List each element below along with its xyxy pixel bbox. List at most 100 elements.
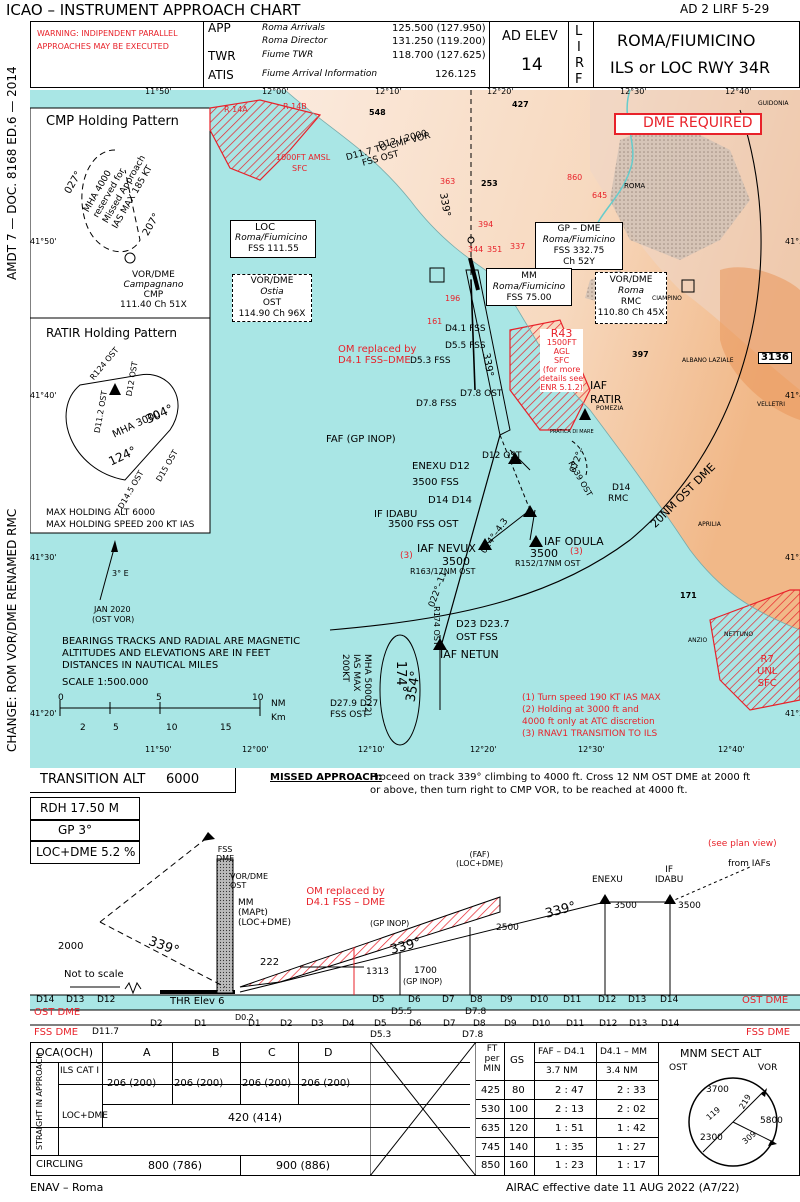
highest-elevation: 3136 (758, 352, 792, 364)
category-b: B (212, 1046, 220, 1059)
not-applicable-box (370, 1042, 476, 1176)
town-label: ROMA (624, 182, 646, 190)
oca-table (30, 1042, 470, 1176)
spot-elevation: 171 (680, 591, 697, 600)
ratir-fix-label: RATIR (590, 393, 622, 406)
icao-letter: L (575, 24, 583, 39)
fss-dme-tick: D5 (374, 1019, 387, 1029)
locdme-minima: 420 (414) (228, 1111, 283, 1124)
spot-elevation: 196 (445, 294, 461, 303)
ost-dme-tick: D13 (66, 995, 85, 1005)
ost-dme-tick: D5 (372, 995, 385, 1005)
radial-174: R174 OST (431, 606, 441, 646)
faf-label: FAF (GP INOP) (326, 434, 396, 445)
msa-ost: OST (669, 1063, 688, 1073)
idabu-dme: D14 D14 (428, 495, 473, 506)
ratir-iaf-label: IAF (590, 379, 608, 392)
spot-elevation: 394 (478, 220, 494, 229)
ratir-max-alt: MAX HOLDING ALT 6000 (46, 508, 156, 518)
loc-name: Roma/Fiumicino (235, 233, 308, 243)
ost-dme-tick: D8 (470, 995, 483, 1005)
footer-publisher: ENAV – Roma (30, 1181, 104, 1194)
icao-letter: R (575, 56, 585, 71)
locdme-gradient: LOC+DME 5.2 % (36, 845, 136, 859)
mm-navaid-box (486, 268, 572, 306)
freq-svc: ATIS (208, 68, 234, 82)
nevux-alt: 3500 (442, 555, 470, 568)
lon-label: 12°40' (725, 87, 752, 96)
enexu-label: ENEXU D12 (412, 461, 470, 472)
lat-label: 41°40' (785, 391, 800, 400)
spot-elevation: 363 (440, 177, 456, 186)
lon-label: 12°40' (718, 745, 745, 754)
town-label: NETTUNO (724, 631, 754, 638)
fss-dme-tick: D6 (409, 1019, 422, 1029)
profile-view (30, 832, 800, 1026)
lat-label: 41°50' (30, 237, 57, 246)
d279-label: D27.9 D27 (330, 699, 379, 709)
town-label: VELLETRI (757, 401, 785, 408)
lon-label: 11°50' (145, 745, 172, 754)
profile-alt: 3500 (614, 901, 637, 911)
ils-minima: 206 (200) (107, 1078, 157, 1089)
transition-alt-label: TRANSITION ALT (40, 772, 146, 787)
freq-name: Fiume Arrival Information (262, 69, 378, 79)
d14-rmc: RMC (608, 494, 629, 504)
fix-d55: D5.5 FSS (445, 341, 486, 351)
spot-elevation: 860 (567, 173, 583, 182)
town-label: GUIDONIA (758, 100, 789, 107)
fss-dme-tick: D2 (280, 1019, 293, 1029)
nevux-label: IAF NEVUX (417, 542, 476, 555)
timing-faf-header: FAF – D4.1 (538, 1047, 586, 1057)
timing-nm: 3.4 NM (606, 1066, 638, 1076)
town-label: POMEZIA (596, 405, 624, 412)
freq-svc: APP (208, 21, 231, 35)
freq-name: Roma Director (262, 36, 328, 46)
lon-label: 12°10' (358, 745, 385, 754)
town-label: CIAMPINO (652, 295, 682, 302)
cmp-holding-title: CMP Holding Pattern (46, 114, 179, 129)
lon-label: 11°50' (145, 87, 172, 96)
ost-dme-tick: D5.5 (391, 1007, 413, 1017)
missed-approach-label: MISSED APPROACH: (270, 772, 383, 783)
fss-dme-tick: D1 (248, 1019, 261, 1029)
odula-alt: 3500 (530, 547, 558, 560)
profile-faf-label: (FAF)(LOC+DME) (456, 850, 504, 868)
netun-dme: D23 D23.7 (456, 619, 510, 630)
profile-alt: 1700 (414, 966, 437, 976)
ost-dme-label: OST DME (742, 995, 789, 1006)
idabu-alt: 3500 FSS OST (388, 519, 459, 530)
idabu-label: IF IDABU (374, 509, 418, 520)
lon-label: 12°00' (242, 745, 269, 754)
gp-box (30, 820, 140, 841)
track-174: 174° (393, 660, 409, 693)
page-ref: AD 2 LIRF 5-29 (680, 2, 770, 16)
ost-dme-tick: D12 (598, 995, 617, 1005)
plan-notes: (1) Turn speed 190 KT IAS MAX(2) Holding… (522, 693, 661, 739)
freq-name: Roma Arrivals (262, 23, 325, 33)
freq-value: 126.125 (435, 69, 477, 80)
spot-elevation: 427 (512, 100, 529, 109)
timing-gs-header: GS (510, 1055, 525, 1066)
scale-tick: 5 (113, 723, 119, 733)
loc-navaid-box (230, 220, 316, 258)
r14a-label: R 14A (224, 105, 248, 114)
nevux-radial: R163/17NM OST (410, 567, 476, 576)
scale-tick: 2 (80, 723, 86, 733)
lat-label: 41°30' (785, 553, 800, 562)
ost-dme-tick: D6 (408, 995, 421, 1005)
dme-required-label: DME REQUIRED (643, 115, 753, 131)
ost-dme-tick: D14 (36, 995, 55, 1005)
lat-label: 41°40' (30, 391, 57, 400)
fss-dme-tick: D2 (150, 1019, 163, 1029)
msa-sector-alt: 5800 (760, 1116, 783, 1126)
netun-src: OST FSS (456, 632, 498, 643)
loc-title: LOC (255, 222, 276, 233)
timing-d41-header: D4.1 – MM (600, 1047, 647, 1057)
town-label: ANZIO (688, 637, 708, 644)
